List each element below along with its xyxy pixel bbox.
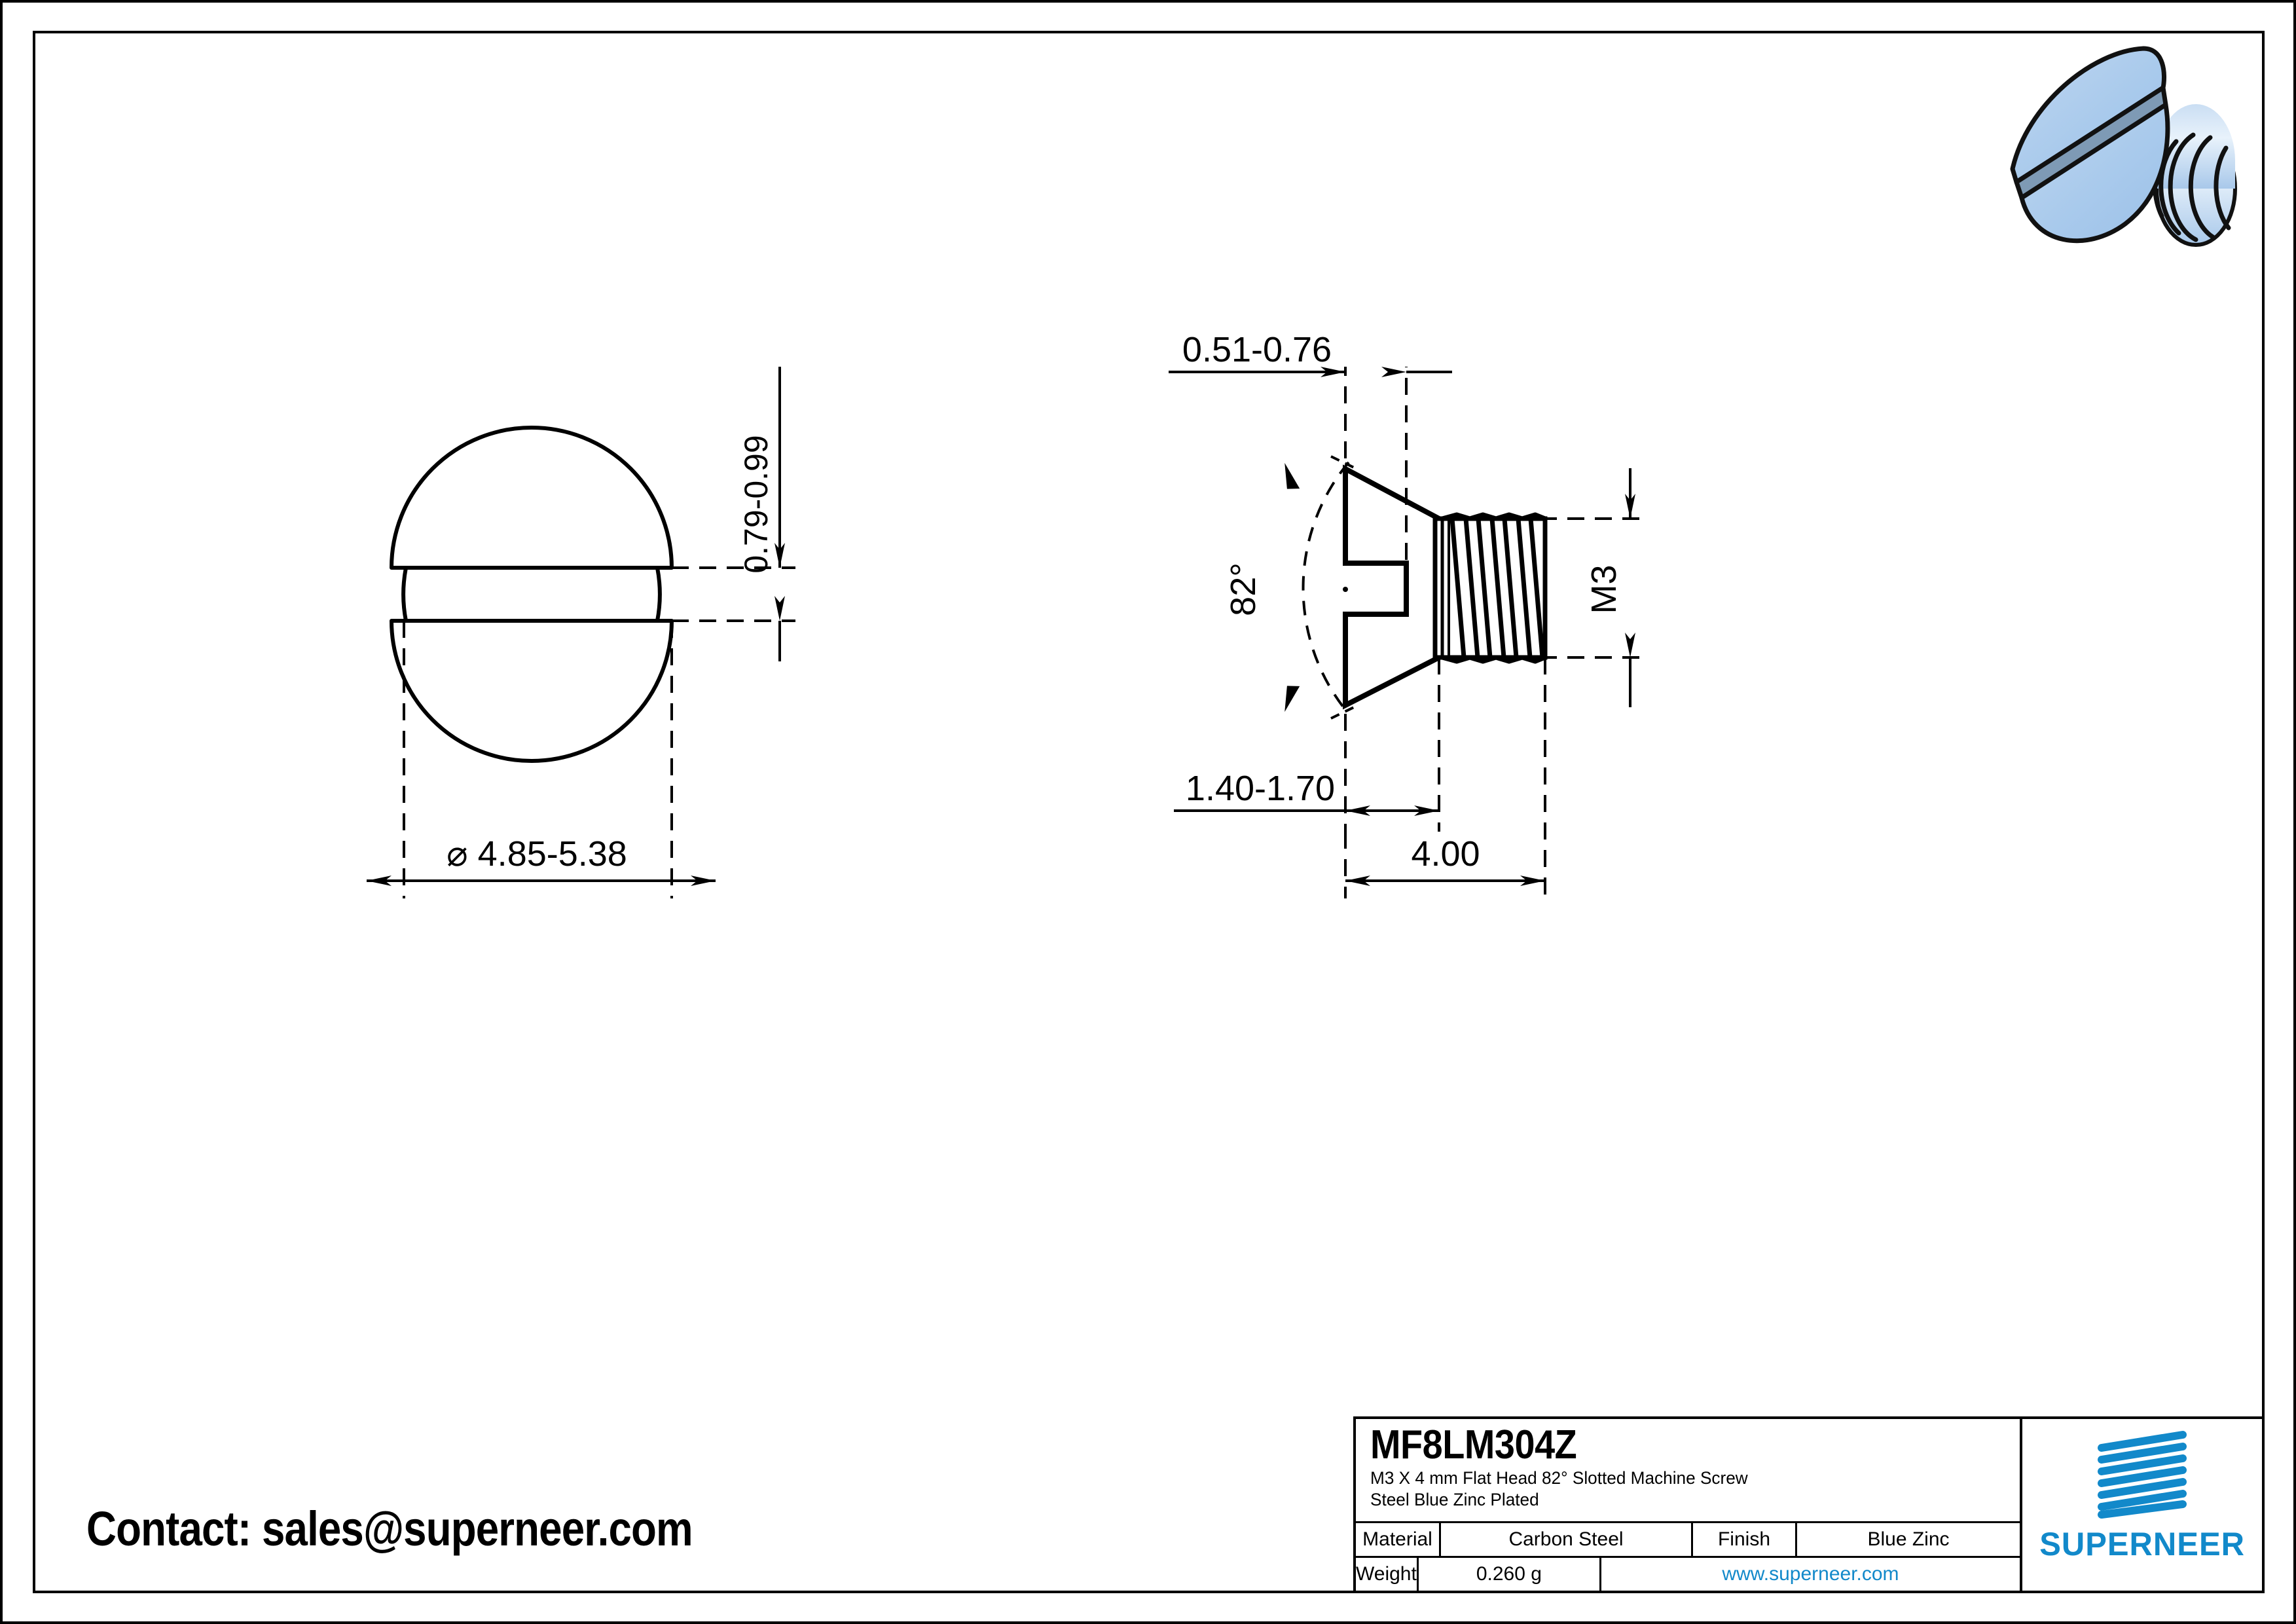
weight-value: 0.260 g	[1419, 1558, 1601, 1591]
material-value: Carbon Steel	[1441, 1523, 1693, 1556]
spec-row-material: Material Carbon Steel Finish Blue Zinc	[1356, 1523, 2020, 1558]
description-line-1: M3 X 4 mm Flat Head 82° Slotted Machine …	[1370, 1468, 1748, 1488]
finish-label: Finish	[1693, 1523, 1797, 1556]
spec-row-weight: Weight 0.260 g www.superneer.com	[1356, 1558, 2020, 1591]
part-number: MF8LM304Z	[1370, 1422, 1577, 1467]
brand-wordmark: SUPERNEER	[2039, 1526, 2245, 1562]
finish-value: Blue Zinc	[1867, 1528, 1950, 1550]
side-view-group: 82° 0.51-0.76 M3 1.40-1.70 4.00	[1169, 330, 1645, 898]
superneer-logo-icon	[2098, 1431, 2187, 1519]
contact-email-text: Contact: sales@superneer.com	[86, 1502, 693, 1556]
website-link[interactable]: www.superneer.com	[1722, 1563, 1899, 1585]
screw-3d-render	[2010, 46, 2237, 247]
dim-slot-width: 0.79-0.99	[738, 435, 774, 573]
part-description-area: MF8LM304Z M3 X 4 mm Flat Head 82° Slotte…	[1356, 1419, 2020, 1523]
render-head-top	[2010, 46, 2166, 185]
brand-logo-area: SUPERNEER	[2022, 1419, 2262, 1591]
title-block-info: MF8LM304Z M3 X 4 mm Flat Head 82° Slotte…	[1356, 1419, 2022, 1591]
dim-head-height: 1.40-1.70	[1186, 769, 1335, 808]
dim-head-diameter: ⌀ 4.85-5.38	[446, 834, 627, 874]
dim-thread-size: M3	[1584, 564, 1624, 614]
title-block: MF8LM304Z M3 X 4 mm Flat Head 82° Slotte…	[1353, 1416, 2265, 1593]
dim-head-angle: 82°	[1224, 563, 1263, 616]
weight-label: Weight	[1356, 1558, 1419, 1591]
description-line-2: Steel Blue Zinc Plated	[1370, 1490, 1539, 1509]
sheet-inner-border	[33, 31, 2265, 1593]
dim-slot-depth: 0.51-0.76	[1182, 330, 1332, 369]
dim-overall-length: 4.00	[1411, 834, 1480, 874]
head-on-view-group: 0.79-0.99 ⌀ 4.85-5.38	[367, 367, 795, 898]
material-label: Material	[1356, 1523, 1441, 1556]
render-head-bottom	[2019, 102, 2170, 244]
